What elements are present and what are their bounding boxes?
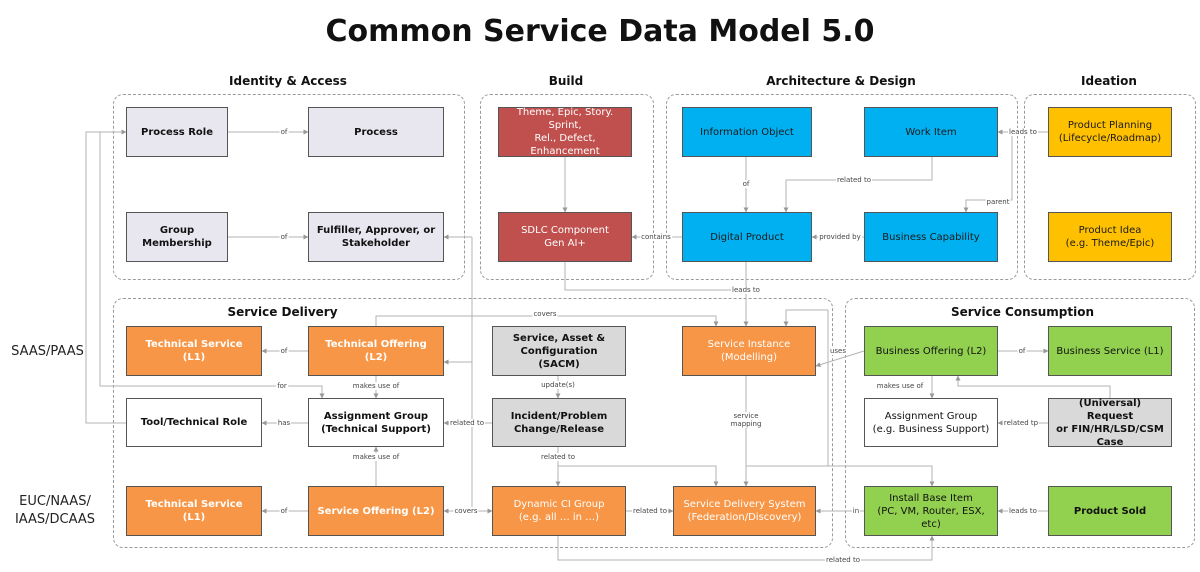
relation-label: of — [741, 180, 751, 188]
line-incident-sds — [558, 465, 719, 487]
box-business-capability[interactable]: Business Capability — [864, 212, 998, 262]
group-build — [480, 94, 654, 280]
relation-label: provided by — [818, 233, 862, 241]
relation-label: of — [279, 128, 289, 136]
box-technical-service-l1-bottom[interactable]: Technical Service (L1) — [126, 486, 262, 536]
box-business-offering-l2[interactable]: Business Offering (L2) — [864, 326, 998, 376]
box-assignment-group-business[interactable]: Assignment Group (e.g. Business Support) — [864, 398, 998, 447]
section-title-build: Build — [548, 74, 584, 88]
box-service-offering-l2[interactable]: Service Offering (L2) — [308, 486, 444, 536]
section-title-delivery: Service Delivery — [227, 305, 338, 319]
box-tool-technical-role[interactable]: Tool/Technical Role — [126, 398, 262, 447]
relation-label: parent — [985, 198, 1011, 206]
relation-label: of — [279, 507, 289, 515]
relation-label: covers — [453, 507, 479, 515]
box-sacm[interactable]: Service, Asset & Configuration (SACM) — [492, 326, 626, 376]
side-label-euc: EUC/NAAS/ IAAS/DCAAS — [14, 494, 96, 527]
box-technical-service-l1-top[interactable]: Technical Service (L1) — [126, 326, 262, 376]
relation-label: has — [276, 419, 292, 427]
box-install-base-item[interactable]: Install Base Item (PC, VM, Router, ESX, … — [864, 486, 998, 536]
line-work-digital — [783, 157, 933, 213]
relation-label: makes use of — [351, 382, 401, 390]
relation-label: makes use of — [875, 382, 925, 390]
side-label-saas: SAAS/PAAS — [11, 344, 84, 359]
line-loop-instance — [783, 309, 828, 327]
section-title-architecture: Architecture & Design — [766, 74, 916, 88]
line-request-bo — [955, 375, 1111, 398]
group-identity — [113, 94, 465, 280]
relation-label: leads to — [731, 286, 761, 294]
box-group-membership[interactable]: Group Membership — [126, 212, 228, 262]
group-ideation — [1024, 94, 1196, 280]
relation-label: covers — [532, 310, 558, 318]
relation-label: update(s) — [540, 381, 576, 389]
box-service-delivery-system[interactable]: Service Delivery System (Federation/Disc… — [673, 486, 816, 536]
box-work-item[interactable]: Work Item — [864, 107, 998, 157]
relation-label: service mapping — [729, 412, 763, 428]
relation-label: related to — [824, 556, 862, 564]
box-process[interactable]: Process — [308, 107, 444, 157]
relation-label: uses — [828, 347, 848, 355]
box-universal-request[interactable]: (Universal) Request or FIN/HR/LSD/CSM Ca… — [1048, 398, 1172, 448]
relation-label: of — [279, 347, 289, 355]
section-title-ideation: Ideation — [1081, 74, 1137, 88]
box-service-instance[interactable]: Service Instance (Modelling) — [682, 326, 816, 376]
box-business-service-l1[interactable]: Business Service (L1) — [1048, 326, 1172, 376]
group-consumption — [845, 298, 1195, 548]
box-sdlc-component[interactable]: SDLC Component Gen AI+ — [498, 212, 632, 262]
box-product-planning[interactable]: Product Planning (Lifecycle/Roadmap) — [1048, 107, 1172, 157]
box-fulfiller[interactable]: Fulfiller, Approver, or Stakeholder — [308, 212, 444, 262]
relation-label: contains — [640, 233, 672, 241]
page-title: Common Service Data Model 5.0 — [325, 14, 875, 49]
box-product-sold[interactable]: Product Sold — [1048, 486, 1172, 536]
relation-label: related to — [448, 419, 486, 427]
relation-label: related tp — [1002, 419, 1040, 427]
line-mapping-install — [746, 465, 935, 487]
line-sdlc-instance — [564, 262, 746, 291]
line-business-instance — [815, 350, 865, 368]
relation-label: of — [279, 233, 289, 241]
relation-label: related to — [539, 453, 577, 461]
box-process-role[interactable]: Process Role — [126, 107, 228, 157]
line-loop-instance-2 — [816, 310, 829, 467]
line-dynamic-install — [557, 535, 935, 561]
relation-label: related to — [835, 176, 873, 184]
box-information-object[interactable]: Information Object — [682, 107, 812, 157]
relation-label: leads to — [1008, 507, 1038, 515]
section-title-identity: Identity & Access — [229, 74, 347, 88]
section-title-consumption: Service Consumption — [950, 305, 1095, 319]
relation-label: makes use of — [351, 453, 401, 461]
box-product-idea[interactable]: Product Idea (e.g. Theme/Epic) — [1048, 212, 1172, 262]
relation-label: in — [851, 507, 861, 515]
line-fulfiller-vertical — [443, 237, 473, 514]
box-dynamic-ci-group[interactable]: Dynamic CI Group (e.g. all … in …) — [492, 486, 626, 536]
relation-label: of — [1017, 347, 1027, 355]
box-theme-epic[interactable]: Theme, Epic, Story. Sprint, Rel., Defect… — [498, 107, 632, 157]
box-technical-offering-l2[interactable]: Technical Offering (L2) — [308, 326, 444, 376]
relation-label: leads to — [1008, 128, 1038, 136]
group-architecture — [666, 94, 1018, 280]
relation-label: related to — [631, 507, 669, 515]
line-for — [99, 132, 325, 399]
box-digital-product[interactable]: Digital Product — [682, 212, 812, 262]
line-left-loop — [85, 129, 127, 424]
relation-label: for — [276, 382, 288, 390]
box-assignment-group-technical[interactable]: Assignment Group (Technical Support) — [308, 398, 444, 447]
box-incident-problem[interactable]: Incident/Problem Change/Release — [492, 398, 626, 447]
